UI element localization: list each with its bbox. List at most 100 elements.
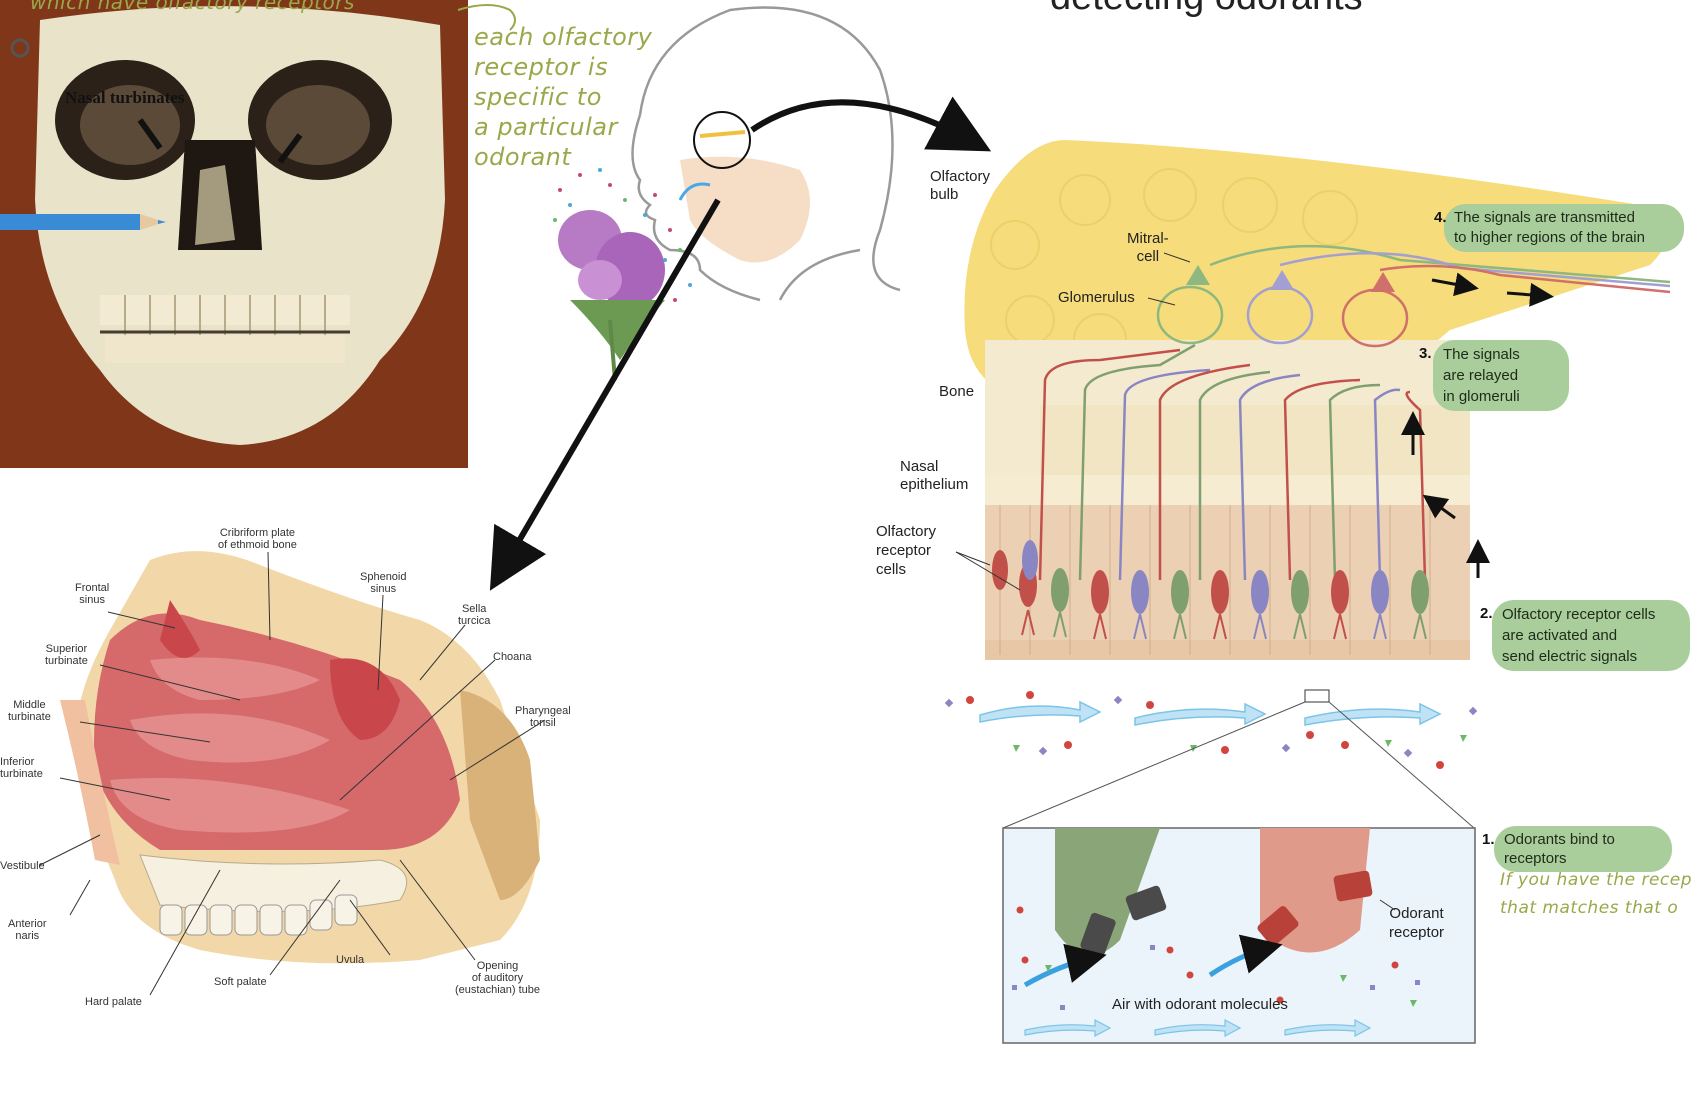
label-line: Anterior bbox=[8, 918, 47, 930]
label-line: Pharyngeal bbox=[515, 705, 571, 717]
olfactory-patch bbox=[699, 130, 746, 138]
nasal-cavity-shade bbox=[680, 156, 810, 263]
label-glomerulus: Glomerulus bbox=[1058, 289, 1135, 306]
skull-photo bbox=[0, 0, 468, 468]
handnote-bottom-right: If you have the recep that matches that … bbox=[1500, 866, 1692, 922]
step-line: The signals bbox=[1443, 346, 1520, 363]
label-line: Sella bbox=[461, 603, 487, 615]
label-line: Mitral- bbox=[1127, 230, 1169, 247]
step-line: Olfactory receptor cells bbox=[1502, 606, 1656, 623]
handnote-line: odorant bbox=[474, 143, 572, 171]
olfactory-system bbox=[944, 140, 1671, 1044]
handnote-line: specific to bbox=[474, 83, 602, 111]
arrow-to-olfactory bbox=[750, 96, 992, 152]
step-number: 1. bbox=[1482, 831, 1495, 848]
step-line: are activated and bbox=[1502, 627, 1618, 644]
handnote-middle: each olfactory receptor is specific to a… bbox=[474, 22, 652, 172]
skull-label: Nasal turbinates bbox=[65, 88, 185, 107]
step-text: The signals are transmitted to higher re… bbox=[1444, 204, 1684, 252]
label-receptor-cells: Olfactory receptor cells bbox=[876, 522, 936, 579]
step-line: receptors bbox=[1504, 850, 1567, 867]
label-line: Opening bbox=[476, 960, 519, 972]
handnote-line: a particular bbox=[474, 113, 618, 141]
step-number: 3. bbox=[1419, 345, 1432, 362]
step-line: The signals are transmitted bbox=[1454, 209, 1635, 226]
label-air-odorant: Air with odorant molecules bbox=[1112, 996, 1288, 1013]
label-line: sinus bbox=[370, 583, 397, 595]
step-text: The signals are relayed in glomeruli bbox=[1433, 340, 1569, 411]
label-line: cells bbox=[876, 561, 907, 578]
label-line: Cribriform plate bbox=[219, 527, 296, 539]
head-sketch bbox=[631, 6, 901, 302]
label-line: receptor bbox=[1389, 924, 1445, 941]
step-number: 4. bbox=[1434, 209, 1447, 226]
step-line: send electric signals bbox=[1502, 648, 1638, 665]
handnote-line: If you have the recep bbox=[1500, 870, 1693, 890]
label-line: tonsil bbox=[529, 717, 556, 729]
label-odorant-receptor: Odorant receptor bbox=[1389, 904, 1444, 942]
label-line: Sphenoid bbox=[360, 571, 407, 583]
label-line: turbinate bbox=[8, 711, 51, 723]
label-line: epithelium bbox=[900, 476, 969, 493]
step-1-callout: 1. Odorants bind to receptors bbox=[1482, 826, 1672, 872]
label-line: Superior bbox=[45, 643, 88, 655]
label-line: Middle bbox=[13, 699, 46, 711]
label-line: of auditory bbox=[471, 972, 524, 984]
label-hard-palate: Hard palate bbox=[85, 996, 142, 1008]
label-line: Frontal bbox=[75, 582, 110, 594]
label-line: sinus bbox=[79, 594, 105, 606]
label-line: Nasal bbox=[900, 458, 939, 475]
handnote-line: receptor is bbox=[474, 53, 609, 81]
label-line: receptor bbox=[876, 542, 932, 559]
label-line: turbinate bbox=[0, 768, 43, 780]
label-line: Olfactory bbox=[876, 523, 937, 540]
page-heading: detecting odorants bbox=[1050, 0, 1363, 19]
label-line: turcica bbox=[458, 615, 491, 627]
label-line: (eustachian) tube bbox=[455, 984, 540, 996]
label-bone: Bone bbox=[939, 383, 975, 400]
label-line: turbinate bbox=[45, 655, 88, 667]
step-line: Odorants bind to bbox=[1504, 831, 1615, 848]
step-number: 2. bbox=[1480, 605, 1493, 622]
hand-arrow bbox=[457, 4, 516, 31]
step-line: are relayed bbox=[1443, 367, 1519, 384]
lilac-flower bbox=[553, 168, 692, 381]
magnify-circle bbox=[693, 111, 751, 169]
label-soft-palate: Soft palate bbox=[214, 976, 267, 988]
step-3-callout: 3. The signals are relayed in glomeruli bbox=[1419, 340, 1569, 411]
label-line: Inferior bbox=[0, 756, 35, 768]
label-line: Odorant bbox=[1389, 905, 1444, 922]
step-text: Odorants bind to receptors bbox=[1494, 826, 1672, 872]
label-vestibule: Vestibule bbox=[0, 860, 45, 872]
label-line: of ethmoid bone bbox=[218, 539, 297, 551]
step-line: in glomeruli bbox=[1443, 388, 1520, 405]
label-line: Olfactory bbox=[930, 168, 991, 185]
step-line: to higher regions of the brain bbox=[1454, 229, 1645, 246]
nasal-cross-section bbox=[39, 551, 546, 996]
handnote-top-left: which have olfactory receptors bbox=[30, 0, 355, 14]
step-4-callout: 4. The signals are transmitted to higher… bbox=[1434, 204, 1684, 252]
label-line: cell bbox=[1136, 248, 1160, 265]
step-2-callout: 2. Olfactory receptor cells are activate… bbox=[1480, 600, 1690, 671]
step-text: Olfactory receptor cells are activated a… bbox=[1492, 600, 1690, 671]
label-line: naris bbox=[15, 930, 40, 942]
label-line: bulb bbox=[930, 186, 959, 203]
handnote-line: each olfactory bbox=[474, 23, 653, 51]
handnote-line: that matches that o bbox=[1500, 898, 1679, 918]
arrow-to-nasal-section bbox=[489, 198, 721, 591]
label-choana: Choana bbox=[493, 651, 532, 663]
label-mitral-cell: Mitral-cell bbox=[1127, 230, 1169, 266]
